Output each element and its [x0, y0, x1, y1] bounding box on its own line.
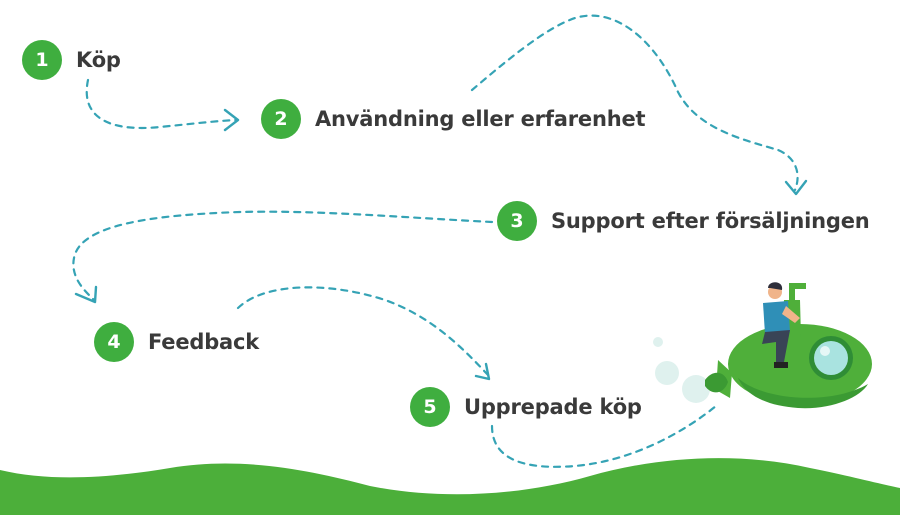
bubbles-icon [653, 337, 710, 403]
path-1-to-2 [85, 78, 238, 129]
path-4-to-5 [236, 286, 490, 377]
arrowhead-step-2-icon [223, 108, 240, 132]
step-5-label: Upprepade köp [464, 395, 642, 419]
step-1: 1 Köp [22, 38, 121, 82]
step-5: 5 Upprepade köp [410, 385, 642, 429]
step-5-badge: 5 [410, 387, 450, 427]
step-3: 3 Support efter försäljningen [497, 199, 870, 243]
step-2-badge: 2 [261, 99, 301, 139]
arrowhead-step-4-icon [74, 285, 98, 304]
path-5-to-submarine [490, 404, 718, 468]
step-4-badge: 4 [94, 322, 134, 362]
flow-arrowheads [74, 108, 808, 381]
step-3-badge: 3 [497, 201, 537, 241]
green-ground-wave [0, 458, 900, 515]
path-3-to-4 [72, 210, 494, 302]
step-4-label: Feedback [148, 330, 260, 354]
dashed-flow-path [72, 14, 799, 468]
step-2: 2 Användning eller erfarenhet [261, 97, 646, 141]
arrowhead-step-3-icon [784, 179, 808, 196]
step-2-label: Användning eller erfarenhet [315, 107, 646, 131]
step-4: 4 Feedback [94, 320, 259, 364]
submarine-illustration-icon [705, 282, 872, 409]
step-1-badge: 1 [22, 40, 62, 80]
path-2-to-3 [470, 14, 799, 192]
step-1-label: Köp [76, 48, 121, 72]
arrowhead-step-5-icon [474, 362, 491, 381]
step-3-label: Support efter försäljningen [551, 209, 870, 233]
